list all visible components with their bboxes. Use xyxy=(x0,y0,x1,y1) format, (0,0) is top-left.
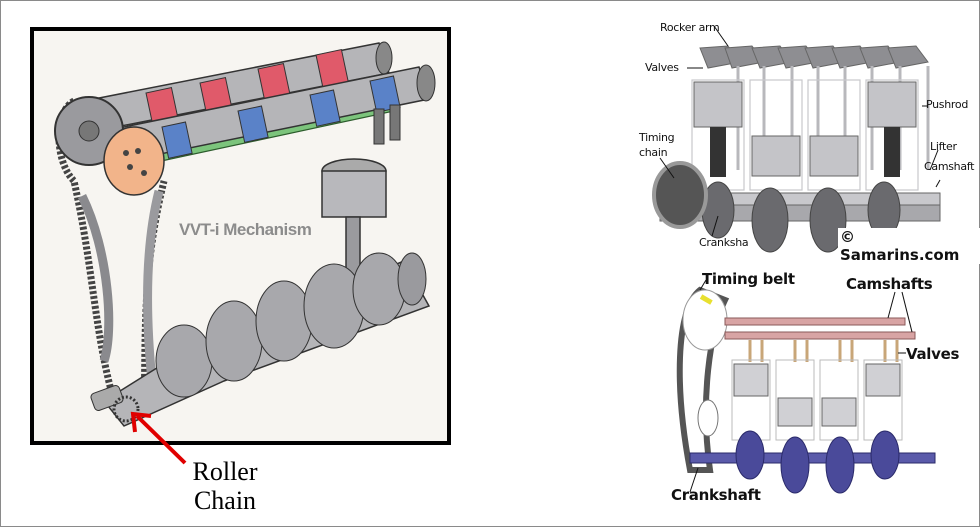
roller-chain-arrow xyxy=(130,411,187,465)
exhaust-camshaft xyxy=(102,64,436,164)
crankshaft xyxy=(90,252,431,427)
chain-guide xyxy=(77,194,114,363)
piston xyxy=(821,397,857,427)
chain-tensioner xyxy=(143,189,164,382)
roller-chain-label: Roller Chain xyxy=(185,457,265,515)
piston xyxy=(777,397,813,427)
exhaust-cam-lobe xyxy=(309,89,341,127)
vvt-pulley xyxy=(103,126,165,196)
vvt-mechanism-title: VVT-i Mechanism xyxy=(179,220,312,239)
piston xyxy=(867,81,917,128)
pushrod-label: Pushrod xyxy=(926,98,969,111)
dohc-engine-illustration xyxy=(676,279,936,494)
crank-sprocket xyxy=(112,395,140,423)
rocker-arm-label: Rocker arm xyxy=(660,21,720,34)
timing-chain-label-line1: Timing xyxy=(639,131,675,144)
camshaft xyxy=(724,331,916,340)
piston xyxy=(751,135,801,177)
piston xyxy=(809,135,859,177)
piston xyxy=(733,363,769,397)
valves-label-dohc: Valves xyxy=(906,345,960,363)
crankshaft xyxy=(689,452,936,464)
exhaust-cam-lobe xyxy=(369,75,401,113)
exhaust-cam-lobe xyxy=(237,105,269,143)
exhaust-cam-lobe xyxy=(161,121,193,159)
ohv-engine-illustration xyxy=(652,25,941,253)
vvt-diagram-panel: VVT-i Mechanism xyxy=(30,27,451,445)
intake-camshaft xyxy=(92,41,393,130)
lifter-label: Lifter xyxy=(930,140,957,153)
roller-chain-label-line1: Roller xyxy=(192,457,258,486)
belt-marker xyxy=(699,294,713,305)
copyright-label: © Samarins.com xyxy=(838,228,980,264)
valves-label: Valves xyxy=(645,61,679,74)
timing-chain xyxy=(652,161,708,229)
timing-chain-label: Timing chain xyxy=(639,130,675,160)
crankshaft-label: Cranksha xyxy=(699,236,749,249)
vvt-illustration xyxy=(54,41,436,427)
crankshaft-label-dohc: Crankshaft xyxy=(671,486,761,504)
timing-chain-label-line2: chain xyxy=(639,146,668,159)
roller-chain-label-line2: Chain xyxy=(193,486,257,515)
rocker-arm xyxy=(887,45,929,69)
camshaft-label: Camshaft xyxy=(924,160,975,173)
piston xyxy=(693,81,743,128)
timing-belt-label: Timing belt xyxy=(702,270,795,288)
camshafts-label: Camshafts xyxy=(846,275,933,293)
piston xyxy=(865,363,901,397)
camshaft xyxy=(724,317,906,326)
